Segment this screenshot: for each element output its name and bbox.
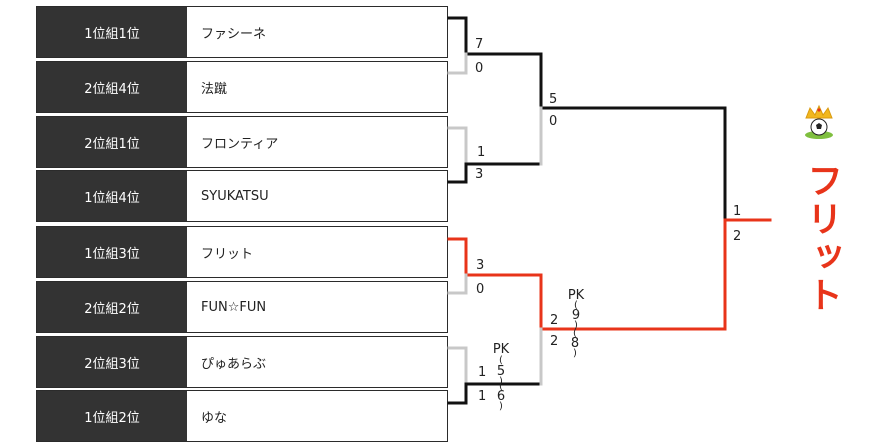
pk-label: PK: [567, 288, 585, 303]
bracket-line: [447, 346, 468, 386]
score: 3: [476, 258, 485, 273]
pk-score: PK ( 9 ): [563, 288, 589, 331]
score: 0: [475, 61, 484, 76]
bracket-line: [447, 237, 543, 277]
pk-score: ( 6 ): [496, 381, 506, 412]
score: 5: [549, 92, 558, 107]
score: 0: [549, 114, 558, 129]
bracket-line: [447, 52, 468, 75]
team-row[interactable]: 1位組4位 SYUKATSU: [36, 170, 448, 222]
pk-label: PK: [492, 342, 510, 357]
team-name: ぴゅあらぶ: [201, 356, 267, 372]
bracket-line: [447, 16, 543, 56]
team-name: SYUKATSU: [201, 188, 269, 204]
score: 2: [733, 229, 742, 244]
score: 2: [550, 313, 559, 328]
score: 1: [478, 389, 487, 404]
team-seed: 2位組1位: [37, 117, 187, 167]
team-name: ゆな: [201, 410, 228, 426]
pk-score: PK ( 5 ): [489, 343, 513, 388]
team-seed: 1位組4位: [37, 171, 187, 221]
team-name: フロンティア: [201, 136, 279, 152]
team-name: フリット: [201, 246, 254, 262]
team-name: FUN☆FUN: [201, 299, 267, 315]
score: 3: [475, 167, 484, 182]
team-row[interactable]: 1位組2位 ゆな: [36, 390, 448, 442]
team-seed: 2位組3位: [37, 337, 187, 387]
bracket-line: [447, 273, 468, 295]
team-seed: 1位組3位: [37, 227, 187, 277]
team-row[interactable]: 2位組4位 法蹴: [36, 61, 448, 113]
score: 7: [475, 37, 484, 52]
score: 0: [476, 282, 485, 297]
team-name: ファシーネ: [201, 26, 267, 42]
score: 2: [550, 334, 559, 349]
team-seed: 1位組2位: [37, 391, 187, 441]
score: 1: [733, 204, 742, 219]
score: 1: [478, 365, 487, 380]
bracket-line: [539, 218, 772, 331]
bracket-line: [447, 126, 468, 166]
champion-name: フリット: [801, 162, 842, 314]
team-row[interactable]: 1位組3位 フリット: [36, 226, 448, 278]
bracket-line: [447, 382, 543, 405]
trophy-icon: [805, 104, 833, 139]
bracket-line: [539, 52, 727, 222]
team-seed: 1位組1位: [37, 7, 187, 57]
team-row[interactable]: 1位組1位 ファシーネ: [36, 6, 448, 58]
pk-top: ( 5 ): [496, 355, 506, 387]
team-seed: 2位組4位: [37, 62, 187, 112]
team-row[interactable]: 2位組1位 フロンティア: [36, 116, 448, 168]
team-row[interactable]: 2位組3位 ぴゅあらぶ: [36, 336, 448, 388]
team-row[interactable]: 2位組2位 FUN☆FUN: [36, 281, 448, 333]
team-name: 法蹴: [201, 81, 228, 97]
pk-top: ( 9 ): [571, 300, 581, 331]
bracket-line: [447, 162, 543, 184]
pk-score: ( 8 ): [570, 328, 580, 359]
team-seed: 2位組2位: [37, 282, 187, 332]
score: 1: [477, 145, 486, 160]
